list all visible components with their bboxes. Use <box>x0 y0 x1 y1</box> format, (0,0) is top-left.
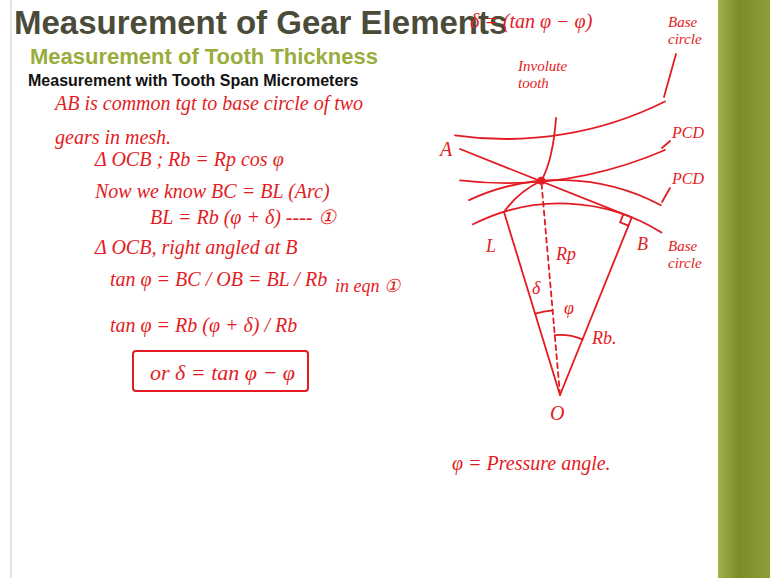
upper-base-circle <box>455 102 665 139</box>
involute-curve <box>504 118 556 212</box>
part-label: Involute tooth <box>518 58 580 93</box>
point-label: L <box>486 236 496 257</box>
upper-pitch-circle <box>460 150 665 183</box>
right-angle-mark <box>620 214 628 226</box>
leader-line <box>664 54 676 97</box>
point-label: A <box>440 138 452 161</box>
subtitle: Measurement of Tooth Thickness <box>30 44 378 69</box>
note-text: φ = Pressure angle. <box>452 452 611 475</box>
slide-border <box>11 0 12 578</box>
leader-line <box>662 188 670 202</box>
result-equation: or δ = tan φ − φ <box>150 360 291 385</box>
part-label: PCD <box>672 124 704 142</box>
dimension-label: Rp <box>556 244 576 265</box>
result-box: or δ = tan φ − φ <box>132 350 309 392</box>
angle-arc <box>555 335 583 339</box>
note-text: AB is common tgt to base circle of two g… <box>55 86 385 154</box>
dimension-label: Rb. <box>592 328 617 349</box>
equation: Δ OCB ; Rb = Rp cos φ <box>95 148 284 171</box>
lower-pitch-circle <box>469 180 661 205</box>
equation: Δ OCB, right angled at B <box>95 236 297 259</box>
radius-line <box>504 212 560 395</box>
part-label: PCD <box>672 170 704 188</box>
pitch-point <box>537 177 545 185</box>
part-label: Base circle <box>668 238 714 273</box>
leader-line <box>662 141 670 148</box>
note-text: in eqn ① <box>335 276 400 297</box>
slide-title: Measurement of Gear Elements <box>14 4 507 42</box>
equation: tan φ = Rb (φ + δ) / Rb <box>110 314 297 337</box>
tangent-line <box>460 149 632 217</box>
equation: tan φ = BC / OB = BL / Rb <box>110 268 327 291</box>
equation: BL = Rb (φ + δ) ---- ① <box>150 206 336 229</box>
lower-base-circle <box>473 203 662 232</box>
angle-arc <box>535 310 553 313</box>
side-bar <box>718 0 770 578</box>
equation: δ = (tan φ − φ) <box>470 10 592 33</box>
part-label: Base circle <box>668 14 714 49</box>
point-label: O <box>550 402 564 425</box>
equation: Now we know BC = BL (Arc) <box>95 180 330 203</box>
angle-label: δ <box>532 278 540 299</box>
angle-label: φ <box>564 298 574 319</box>
subheading: Measurement with Tooth Span Micrometers <box>28 72 358 90</box>
point-label: B <box>637 234 648 255</box>
